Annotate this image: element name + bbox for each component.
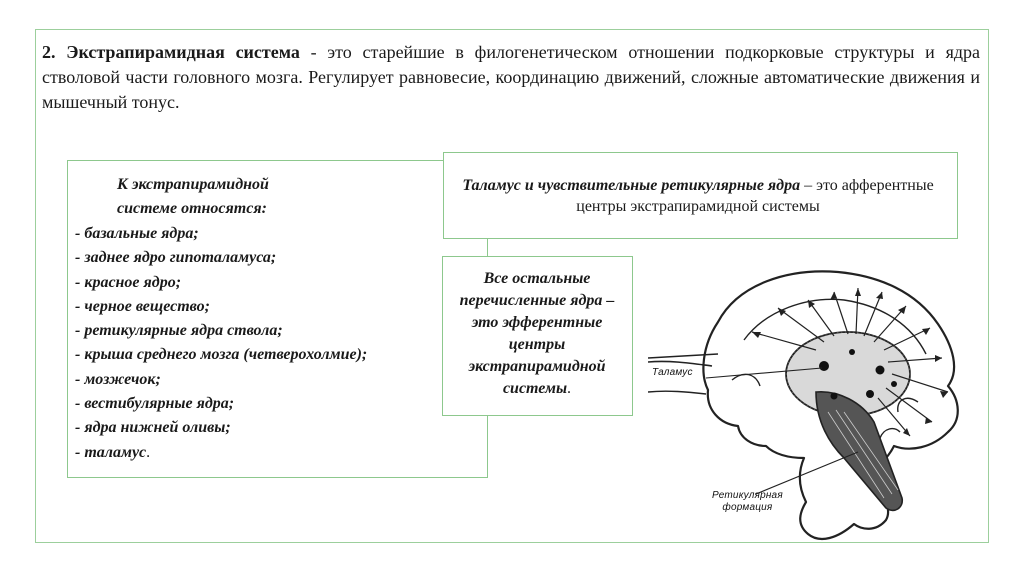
list-item: - вестибулярные ядра; — [75, 395, 235, 413]
list-item-text: - таламус — [75, 443, 147, 461]
afferent-rest: – это афферентные центры экстрапирамидно… — [576, 177, 934, 215]
projection-arrows — [751, 287, 949, 437]
cortex-inner — [743, 298, 927, 355]
list-item: - заднее ядро гипоталамуса; — [75, 249, 277, 267]
brain-diagram — [648, 270, 959, 541]
brain-outline — [702, 270, 959, 541]
list-item: - крыша среднего мозга (четверохолмие); — [75, 346, 368, 364]
afferent-text: Таламус и чувствительные ретикулярные яд… — [453, 175, 943, 217]
structures-heading-line2: системе относятся: — [117, 200, 267, 217]
afferent-box — [443, 152, 958, 239]
structures-list: - базальные ядра; - заднее ядро гипотала… — [75, 222, 367, 465]
list-item-punct: . — [146, 443, 151, 461]
structures-heading-line1: К экстрапирамидной — [117, 176, 269, 193]
intro-title: 2. Экстрапирамидная система — [42, 42, 300, 62]
list-item: - ядра нижней оливы; — [75, 419, 231, 437]
label-reticular: Ретикулярная формация — [712, 490, 783, 514]
structures-box — [67, 160, 488, 478]
label-reticular-line1: Ретикулярная — [712, 490, 783, 501]
list-item: - черное вещество; — [75, 297, 210, 315]
list-item: - мозжечок; — [75, 370, 161, 388]
cord-left — [648, 353, 719, 367]
efferent-box — [442, 256, 633, 416]
list-item: - ретикулярные ядра ствола; — [75, 322, 283, 340]
list-item: - таламус. — [75, 441, 367, 465]
efferent-punct: . — [567, 380, 572, 397]
label-thalamus: Таламус — [652, 367, 693, 378]
efferent-text: Все остальные перечисленные ядра – это э… — [448, 268, 626, 400]
label-reticular-line2: формация — [722, 502, 773, 513]
brainstem-shape — [815, 391, 904, 512]
efferent-body: Все остальные перечисленные ядра – это э… — [459, 270, 615, 397]
list-item: - базальные ядра; — [75, 225, 199, 242]
intro-paragraph: 2. Экстрапирамидная система - это старей… — [42, 40, 980, 115]
afferent-title: Таламус и чувствительные ретикулярные яд… — [462, 177, 801, 194]
intro-text: - это старейшие в филогенетическом отнош… — [42, 42, 980, 112]
list-item: - красное ядро; — [75, 273, 182, 291]
structures-heading: К экстрапирамидной системе относятся: — [117, 173, 377, 221]
